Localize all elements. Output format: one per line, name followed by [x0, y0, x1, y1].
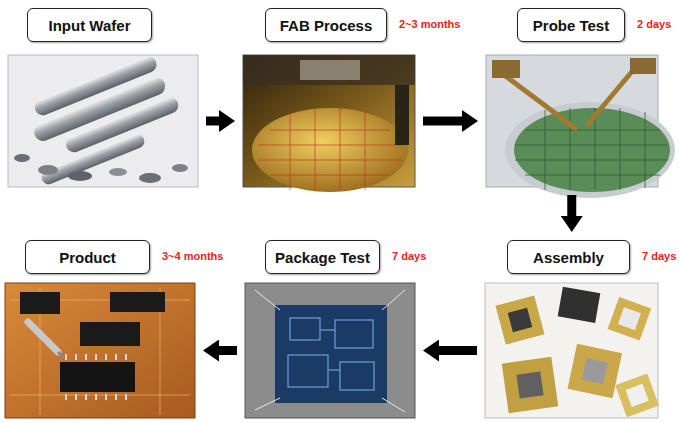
- probe-photo: [486, 55, 675, 198]
- duration-label: 7 days: [642, 250, 676, 262]
- duration-label: 2 days: [637, 18, 671, 30]
- flow-arrow: [219, 346, 237, 355]
- flow-arrow: [439, 346, 477, 355]
- process-step: Probe Test2 days: [486, 8, 658, 187]
- flow-arrow: [423, 117, 462, 126]
- pcb-photo: [5, 283, 195, 418]
- wafer-photo: [8, 52, 198, 187]
- duration-label: 2~3 months: [399, 18, 460, 30]
- process-step: Package Test7 days: [245, 240, 415, 418]
- process-step: Input Wafer: [8, 8, 198, 187]
- step-label: Assembly: [507, 240, 630, 274]
- process-step: FAB Process2~3 months: [243, 8, 415, 187]
- step-label: FAB Process: [265, 8, 387, 42]
- fab-photo: [243, 55, 415, 192]
- duration-label: 3~4 months: [162, 250, 223, 262]
- flow-arrow: [567, 195, 576, 216]
- step-label: Package Test: [265, 240, 380, 274]
- test-chip-photo: [245, 283, 415, 418]
- process-step: Product3~4 months: [5, 240, 195, 418]
- step-label: Probe Test: [517, 8, 625, 42]
- process-step: Assembly7 days: [485, 240, 658, 418]
- package-chips-photo: [485, 283, 659, 418]
- duration-label: 7 days: [392, 250, 426, 262]
- step-label: Input Wafer: [27, 8, 152, 42]
- step-label: Product: [25, 240, 150, 274]
- flow-arrow: [206, 117, 219, 126]
